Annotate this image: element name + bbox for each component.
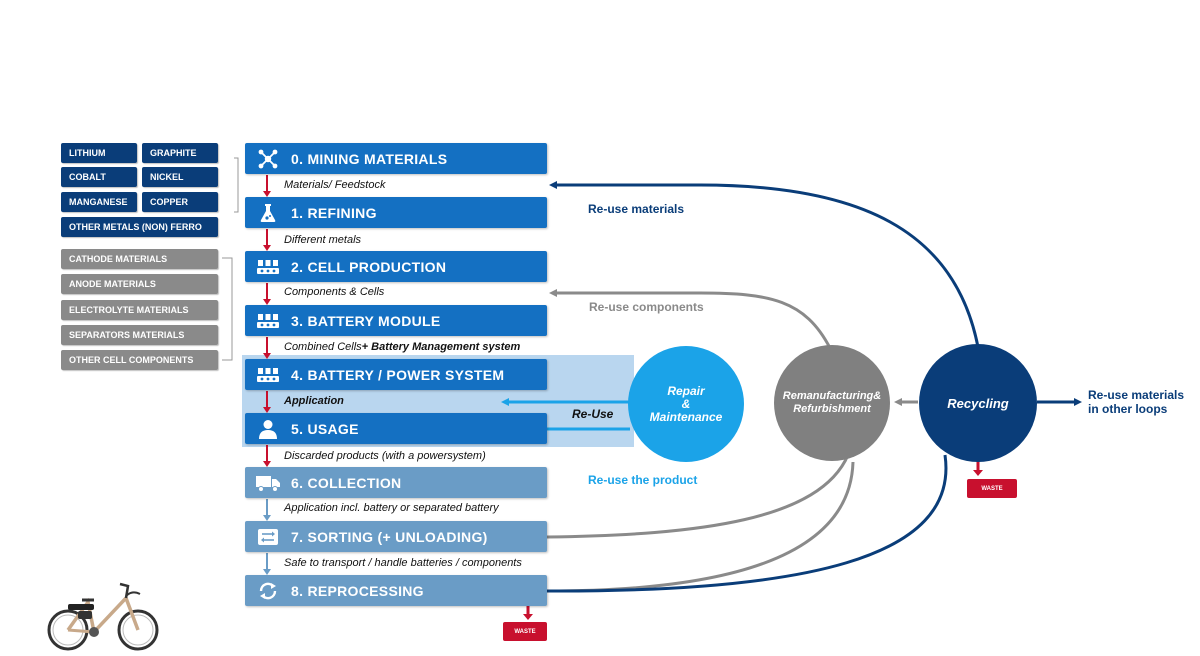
reuse-materials-arrow	[549, 181, 980, 348]
transition-discarded-products: Discarded products (with a powersystem)	[284, 450, 486, 462]
step-cell-production: 2. CELL PRODUCTION	[245, 251, 547, 282]
material-tag-other-metals: OTHER METALS (NON) FERRO	[61, 217, 218, 237]
transition-materials-feedstock: Materials/ Feedstock	[284, 179, 386, 191]
step-label: 1. REFINING	[291, 204, 377, 221]
step-refining: 1. REFINING	[245, 197, 547, 228]
recycling-circle: Recycling	[919, 344, 1037, 462]
waste-badge-recycling: WASTE	[967, 479, 1017, 498]
reuse-components-label: Re-use components	[589, 300, 704, 314]
cell-material-tag-cathode: CATHODE MATERIALS	[61, 249, 218, 269]
material-tag-cobalt: COBALT	[61, 167, 137, 187]
step-sorting: 7. SORTING (+ UNLOADING)	[245, 521, 547, 552]
reuse-label: Re-Use	[572, 407, 614, 421]
step-label: 0. MINING MATERIALS	[291, 150, 448, 167]
factory-icon	[245, 359, 291, 390]
material-tag-lithium: LITHIUM	[61, 143, 137, 163]
e-bike-icon	[47, 582, 159, 651]
cell-materials-bracket	[222, 257, 233, 361]
transition-components-cells: Components & Cells	[284, 286, 385, 298]
factory-icon	[245, 251, 291, 282]
factory-icon	[245, 305, 291, 336]
step-collection: 6. COLLECTION	[245, 467, 547, 498]
raw-materials-bracket	[234, 157, 239, 213]
repair-text: Repair	[667, 383, 705, 398]
user-icon	[245, 413, 291, 444]
other-loops-label: Re-use materials in other loops	[1088, 388, 1184, 416]
other-loops-line-1: Re-use materials	[1088, 388, 1185, 402]
molecule-icon	[245, 143, 291, 174]
transition-different-metals: Different metals	[284, 234, 362, 246]
step-battery-module: 3. BATTERY MODULE	[245, 305, 547, 336]
material-tag-graphite: GRAPHITE	[142, 143, 218, 163]
transition-combined-cells: Combined Cells+ Battery Management syste…	[284, 341, 520, 353]
transition-combined-cells-text: Combined Cells	[284, 341, 362, 353]
sorting-to-reman-line	[546, 454, 850, 539]
remanufacturing-text: Remanufacturing&	[782, 390, 882, 402]
material-tag-nickel: NICKEL	[142, 167, 218, 187]
step-label: 5. USAGE	[291, 420, 359, 437]
transition-application-incl-battery: Application incl. battery or separated b…	[284, 502, 499, 514]
refurbishment-text: Refurbishment	[793, 403, 871, 415]
cell-material-tag-electrolyte: ELECTROLYTE MATERIALS	[61, 300, 218, 320]
ampersand-text: &	[681, 396, 691, 411]
step-label: 3. BATTERY MODULE	[291, 312, 441, 329]
transition-bms-text: + Battery Management system	[361, 341, 521, 353]
waste-badge-reprocessing: WASTE	[503, 622, 547, 641]
cell-material-tag-other: OTHER CELL COMPONENTS	[61, 350, 218, 370]
remanufacturing-circle: Remanufacturing& Refurbishment	[774, 345, 890, 461]
step-label: 8. REPROCESSING	[291, 582, 424, 599]
truck-icon	[245, 467, 291, 498]
flask-icon	[245, 197, 291, 228]
cell-material-tag-anode: ANODE MATERIALS	[61, 274, 218, 294]
reuse-components-arrow	[549, 289, 832, 349]
reuse-materials-label: Re-use materials	[588, 202, 685, 216]
material-tag-copper: COPPER	[142, 192, 218, 212]
recycling-text: Recycling	[947, 395, 1009, 411]
sorting-icon	[245, 521, 291, 552]
cell-material-tag-separators: SEPARATORS MATERIALS	[61, 325, 218, 345]
step-label: 7. SORTING (+ UNLOADING)	[291, 528, 488, 545]
step-usage: 5. USAGE	[245, 413, 547, 444]
step-battery-power-system: 4. BATTERY / POWER SYSTEM	[245, 359, 547, 390]
other-loops-line-2: in other loops	[1088, 402, 1168, 416]
reprocessing-to-recycling-line	[546, 454, 948, 593]
transition-application: Application	[284, 395, 344, 407]
step-label: 4. BATTERY / POWER SYSTEM	[291, 366, 505, 383]
material-tag-manganese: MANGANESE	[61, 192, 137, 212]
transition-safe-to-transport: Safe to transport / handle batteries / c…	[284, 557, 522, 569]
cycle-icon	[245, 575, 291, 606]
maintenance-text: Maintenance	[649, 409, 723, 424]
step-mining-materials: 0. MINING MATERIALS	[245, 143, 547, 174]
reuse-product-label: Re-use the product	[588, 473, 698, 487]
step-label: 6. COLLECTION	[291, 474, 402, 491]
repair-maintenance-circle: Repair & Maintenance	[628, 346, 744, 462]
step-reprocessing: 8. REPROCESSING	[245, 575, 547, 606]
step-label: 2. CELL PRODUCTION	[291, 258, 447, 275]
